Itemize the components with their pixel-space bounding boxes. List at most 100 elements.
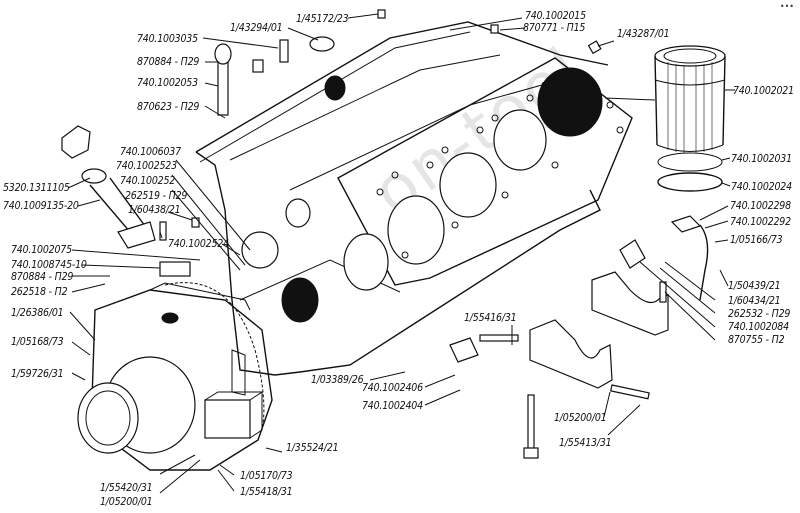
- part-label: 740.1008745-10: [11, 259, 87, 271]
- part-label: 262532 - П29: [728, 308, 791, 320]
- part-label: 1/05200/01: [554, 412, 607, 424]
- bolt-60438: [159, 221, 167, 241]
- corner-mark: •••: [779, 2, 794, 11]
- fitting-1003035: [279, 39, 289, 63]
- block-front-edge: [195, 151, 301, 376]
- part-label: 740.1006037: [120, 146, 181, 158]
- part-label: 1/50439/21: [728, 280, 781, 292]
- block-top-rail: [199, 31, 471, 163]
- liner-seal-ring-2: [657, 172, 723, 192]
- flange-1002298: [670, 215, 702, 233]
- part-label: 1/55413/31: [559, 437, 612, 449]
- cylinder-liner: [654, 45, 726, 192]
- cover-rib: [231, 349, 246, 396]
- seal-43294: [309, 36, 335, 52]
- part-label: 1/43294/01: [230, 22, 283, 34]
- part-label: 740.1002015: [525, 10, 586, 22]
- deck-holes: [376, 81, 624, 259]
- part-label: 262519 - П29: [125, 190, 188, 202]
- pump-housing: [204, 399, 251, 439]
- front-seal-ring: [285, 198, 311, 228]
- part-label: 870771 - П15: [523, 22, 586, 34]
- part-label: 740.1002075: [11, 244, 72, 256]
- part-label: 740.1002084: [728, 321, 789, 333]
- part-label: 740.1002024: [731, 181, 792, 193]
- part-label: 740.1002406: [362, 382, 423, 394]
- bearing-cap-lower: [529, 319, 613, 389]
- part-label: 870884 - П29: [11, 271, 74, 283]
- part-label: 1/05166/73: [730, 234, 783, 246]
- block-top-edge: [195, 21, 609, 153]
- part-label: 1/55416/31: [464, 312, 517, 324]
- gasket-1002084: [619, 239, 646, 269]
- cylinder-bore-3: [493, 109, 547, 171]
- part-label: 740.1002404: [362, 400, 423, 412]
- part-label: 740.1002523: [116, 160, 177, 172]
- cylinder-bore-front: [343, 233, 389, 291]
- part-label: 1/59726/31: [11, 368, 64, 380]
- part-label: 740.1002053: [137, 77, 198, 89]
- plug-870884: [252, 59, 264, 73]
- cover-1002406: [449, 337, 479, 363]
- part-label: 1/05168/73: [11, 336, 64, 348]
- oil-filler-pipe: [61, 125, 156, 249]
- part-label: 1/60434/21: [728, 295, 781, 307]
- cylinder-bore-1: [387, 195, 445, 265]
- part-label: 1/43287/01: [617, 28, 670, 40]
- bolt-55413: [610, 384, 650, 400]
- stud-lower: [527, 394, 535, 451]
- part-label: 1/26386/01: [11, 307, 64, 319]
- filler-cap: [61, 125, 91, 159]
- liner-seal-ring-1: [657, 152, 723, 172]
- flange-1008745: [159, 261, 191, 277]
- left-bank-opening: [324, 75, 346, 101]
- part-label: 262518 - П2: [11, 286, 68, 298]
- part-label: 740.1003035: [137, 33, 198, 45]
- part-label: 1/05170/73: [240, 470, 293, 482]
- filler-seal: [81, 168, 107, 184]
- part-label: 5320.1311105: [3, 182, 70, 194]
- block-lower-edge: [299, 189, 601, 373]
- cylinder-bore-2: [439, 152, 497, 218]
- block-valley-left: [229, 54, 501, 161]
- part-label: 870755 - П2: [728, 334, 785, 346]
- plug-43287: [587, 40, 602, 55]
- part-label: 740.1002031: [731, 153, 792, 165]
- filler-flange: [117, 221, 156, 249]
- right-bank-deck: [337, 57, 633, 286]
- part-label: 870623 - П29: [137, 101, 200, 113]
- front-seal: [77, 382, 139, 454]
- bolt-55416: [479, 334, 519, 342]
- part-label: 740.1002021: [733, 85, 794, 97]
- part-label: 1/35524/21: [286, 442, 339, 454]
- plug-45172: [377, 9, 386, 19]
- part-label: 1/60438/21: [128, 204, 181, 216]
- part-label: 1/55418/31: [240, 486, 293, 498]
- part-label: 740.1002298: [730, 200, 791, 212]
- part-label: 1/45172/23: [296, 13, 349, 25]
- cylinder-block: [195, 21, 633, 376]
- pipe-1002292: [699, 224, 709, 301]
- main-bearing-caps: [529, 271, 669, 389]
- bearing-cap-upper: [591, 271, 669, 336]
- filler-opening: [161, 312, 179, 324]
- cylinder-bore-4: [537, 67, 603, 137]
- part-label: 740.1002292: [730, 216, 791, 228]
- leader-lines: [67, 13, 735, 494]
- part-label: 1/55420/31: [100, 482, 153, 494]
- eye-bolt-1002053: [217, 59, 229, 116]
- chain: [164, 282, 265, 431]
- front-plug: [241, 231, 279, 269]
- part-label: 870884 - П29: [137, 56, 200, 68]
- timing-cover: [77, 282, 273, 471]
- part-label: 740.1009135-20: [3, 200, 79, 212]
- part-label: 740.1002524: [168, 238, 229, 250]
- crankcase-opening: [281, 277, 319, 323]
- pin-870771: [490, 24, 499, 34]
- plug-262519: [191, 217, 200, 228]
- part-label: 740.100252: [120, 175, 176, 187]
- part-label: 1/05200/01: [100, 496, 153, 508]
- part-label: 1/03389/26: [311, 374, 364, 386]
